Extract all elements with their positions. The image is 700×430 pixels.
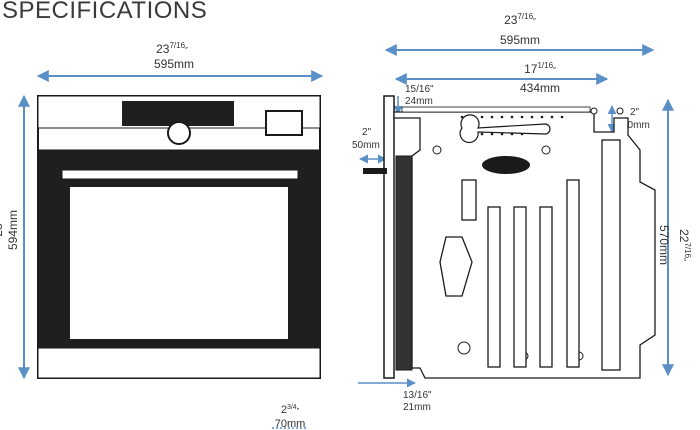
side-top-gap-inch-label: 15/16"	[405, 84, 434, 95]
front-view: 237/16″ 595mm 594mm 23 23/4″ 70mm	[0, 41, 324, 430]
front-height-inch-label: 23	[0, 223, 5, 237]
side-right-gap-inch-label: 2"	[630, 107, 640, 118]
front-status-window	[265, 110, 303, 136]
side-bottom-gap-inch-label: 13/16"	[403, 390, 432, 401]
side-left-gap-inch-label: 2"	[362, 127, 372, 138]
front-door-window	[70, 187, 288, 339]
side-height-inch-label: 227/16″	[677, 229, 692, 261]
side-front-panel	[383, 95, 395, 379]
side-top-gap-mm-label: 24mm	[405, 96, 433, 107]
side-total-width-mm-label: 595mm	[500, 33, 540, 47]
front-depth-mm-label: 70mm	[275, 418, 306, 430]
side-door-profile	[395, 155, 413, 371]
side-inner-width-mm-label: 434mm	[520, 81, 560, 95]
side-oval-vent	[482, 156, 530, 174]
front-height-mm-label: 594mm	[6, 210, 20, 250]
side-inner-width-inch-label: 171/16″	[524, 61, 556, 76]
front-width-inch-label: 237/16″	[156, 41, 188, 56]
side-keyhole-slot	[459, 114, 551, 144]
side-shelf-runners	[461, 139, 621, 371]
side-left-gap-mm-label: 50mm	[352, 140, 380, 151]
side-view: 237/16″ 595mm 171/16″ 434mm 15/16" 24mm …	[352, 12, 692, 413]
front-bottom-plinth	[37, 347, 321, 379]
side-hex-bracket	[439, 236, 473, 297]
front-depth-inch-label: 23/4″	[281, 404, 300, 416]
side-top-slot	[401, 106, 591, 113]
page-title: SPECIFICATIONS	[2, 0, 208, 24]
side-total-width-inch-label: 237/16″	[504, 12, 536, 27]
side-height-mm-label: 570mm	[657, 225, 671, 265]
side-bottom-gap-mm-label: 21mm	[403, 402, 431, 413]
side-handle	[363, 168, 387, 174]
side-right-gap-mm-label: 50mm	[622, 120, 650, 131]
front-width-mm-label: 595mm	[154, 57, 194, 71]
front-door-handle	[61, 169, 299, 180]
control-knob	[167, 121, 191, 145]
